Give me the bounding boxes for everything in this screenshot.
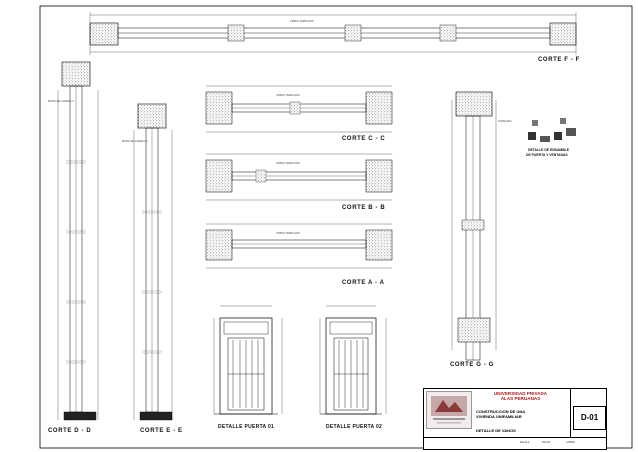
note-muro-ee: MURO DE LADRILLO [122,140,148,143]
corte-ff-drawing [89,12,577,55]
label-corte-cc: CORTE C - C [342,136,386,142]
note-vidrio-aa: VIDRIO TEMPLADO [276,232,300,235]
university-line-1: UNIVERSIDAD PRIVADA [493,391,548,396]
label-corte-aa: CORTE A - A [342,280,385,286]
university-logo [426,391,472,429]
university-name: UNIVERSIDAD PRIVADA ALAS PERUANAS [474,391,567,401]
note-tarrajeo-gg: TARRAJEO [498,120,512,123]
project-name: CONSTRUCCION DE UNA VIVIENDA UNIFAMILIAR [476,409,566,419]
note-muro-dd: MURO DE LADRILLO [48,100,74,103]
title-block-divider [424,437,606,438]
field-fecha: FECHA [542,441,551,444]
corte-aa-drawing [205,223,393,269]
project-line-1: CONSTRUCCION DE UNA [476,409,526,414]
label-corte-dd: CORTE D - D [48,428,92,434]
label-detalle-ensamble-2: DE PUERTA Y VENTANAS [526,153,568,157]
label-corte-gg: CORTE G - G [450,362,494,368]
label-corte-bb: CORTE B - B [342,205,386,211]
field-escala: ESCALA [520,441,530,444]
label-detalle-puerta-02: DETALLE PUERTA 02 [326,424,383,430]
label-detalle-ensamble: DETALLE DE ENSAMBLE [528,148,570,152]
detalle-ensamble-drawing [528,118,576,142]
corte-cc-drawing [205,85,393,133]
note-vidrio-ff: VIDRIO TEMPLADO [290,20,314,23]
corte-dd-drawing [57,61,99,421]
title-block: UNIVERSIDAD PRIVADA ALAS PERUANAS CONSTR… [423,388,607,450]
puerta-01-drawing [213,305,283,415]
title-block-vdivider [570,389,571,437]
label-corte-ff: CORTE F - F [538,57,580,63]
puerta-02-drawing [319,305,387,415]
corte-ee-drawing [133,103,173,421]
corte-gg-drawing [451,91,497,361]
sheet-border [39,5,633,449]
drawing-name: DETALLE DE VANOS [476,428,516,433]
label-corte-ee: CORTE E - E [140,428,183,434]
project-line-2: VIVIENDA UNIFAMILIAR [476,414,522,419]
sheet-code: D-01 [573,406,606,430]
note-vidrio-bb: VIDRIO TEMPLADO [276,162,300,165]
label-detalle-puerta-01: DETALLE PUERTA 01 [218,424,275,430]
corte-bb-drawing [205,153,393,201]
field-lamina: LAMINA [566,441,575,444]
university-line-2: ALAS PERUANAS [500,396,541,401]
note-vidrio-cc: VIDRIO TEMPLADO [276,94,300,97]
